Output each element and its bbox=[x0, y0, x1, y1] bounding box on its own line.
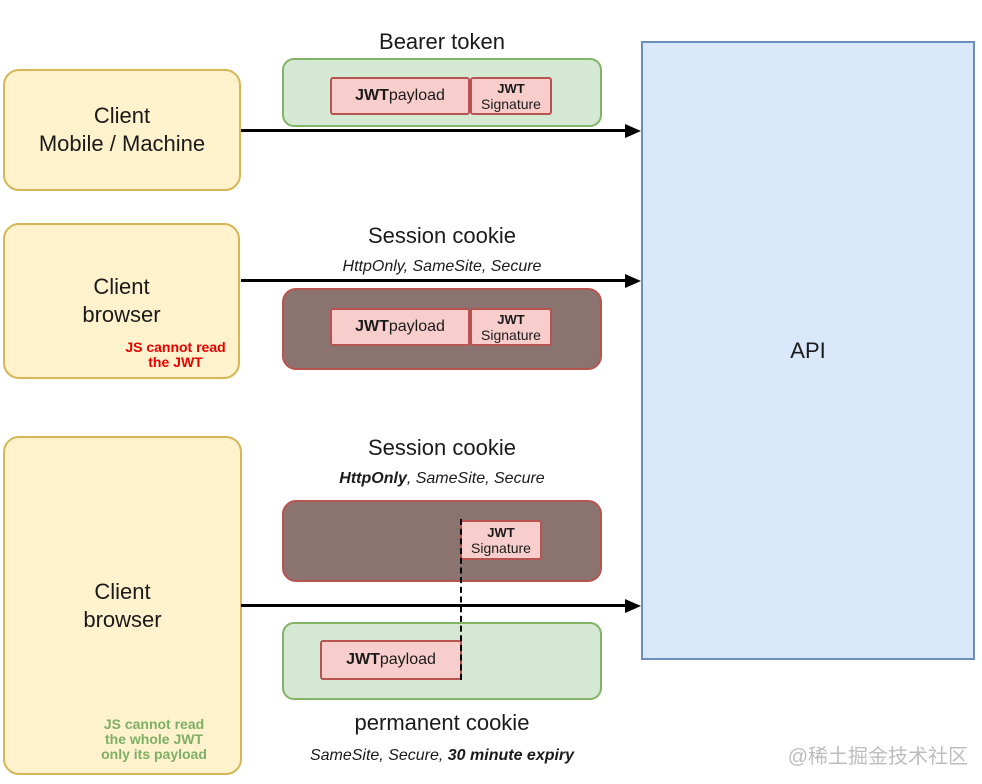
client-mobile-line2: Mobile / Machine bbox=[38, 131, 206, 156]
jwt-bold-text: JWT bbox=[497, 311, 525, 327]
client-mobile-line1: Client bbox=[93, 103, 151, 128]
signature-text: Signature bbox=[481, 326, 541, 343]
js-cannot-read-whole-jwt-note: JS cannot read the whole JWT only its pa… bbox=[88, 717, 220, 762]
note-line: JS cannot read bbox=[103, 716, 205, 732]
jwt-payload-chip-row1: JWT payload bbox=[330, 77, 470, 115]
signature-text: Signature bbox=[481, 95, 541, 112]
jwt-bold-text: JWT bbox=[355, 87, 389, 104]
api-box: API bbox=[641, 41, 975, 660]
flags-rest-text: , SameSite, Secure bbox=[406, 470, 545, 487]
session-cookie-title-1: Session cookie bbox=[368, 223, 516, 248]
arrowhead-session-cookie-1 bbox=[625, 274, 641, 288]
arrowhead-session-cookie-2 bbox=[625, 599, 641, 613]
arrow-session-cookie-1 bbox=[241, 279, 629, 282]
note-line: JS cannot read bbox=[125, 339, 226, 355]
client-browser-box-1: Client browser JS cannot read the JWT bbox=[3, 223, 240, 379]
client-browser-label: Client browser bbox=[83, 578, 161, 634]
signature-text: Signature bbox=[471, 539, 531, 556]
jwt-bold-text: JWT bbox=[497, 80, 525, 96]
client-browser-label: Client browser bbox=[82, 273, 160, 329]
expiry-bold-text: 30 minute expiry bbox=[447, 747, 575, 764]
payload-text: payload bbox=[388, 318, 445, 335]
jwt-signature-chip-row1: JWT Signature bbox=[470, 77, 552, 115]
payload-text: payload bbox=[379, 651, 436, 668]
jwt-bold-text: JWT bbox=[346, 651, 380, 668]
flags-regular-text: SameSite, Secure, bbox=[309, 747, 448, 764]
client-browser-box-2: Client browser JS cannot read the whole … bbox=[3, 436, 242, 775]
jwt-split-dashed-line bbox=[460, 519, 462, 680]
client-browser-line1: Client bbox=[94, 578, 151, 604]
note-line: the whole JWT bbox=[105, 731, 203, 747]
session-cookie-title-2: Session cookie bbox=[368, 435, 516, 460]
client-mobile-label: Client Mobile / Machine bbox=[39, 102, 205, 158]
arrowhead-bearer-token bbox=[625, 124, 641, 138]
permanent-cookie-flags: SameSite, Secure, 30 minute expiry bbox=[262, 747, 622, 765]
session-cookie-flags-2: HttpOnly, SameSite, Secure bbox=[262, 470, 622, 488]
jwt-bold-text: JWT bbox=[487, 524, 515, 540]
js-cannot-read-jwt-note: JS cannot read the JWT bbox=[118, 340, 233, 370]
arrow-session-cookie-2 bbox=[241, 604, 629, 607]
httponly-cookie-container-2 bbox=[282, 500, 602, 582]
note-line: only its payload bbox=[101, 746, 207, 762]
httponly-bold-text: HttpOnly bbox=[339, 470, 407, 487]
client-browser-line1: Client bbox=[93, 274, 150, 299]
jwt-payload-chip-row2: JWT payload bbox=[330, 308, 470, 346]
watermark: @稀土掘金技术社区 bbox=[787, 746, 968, 768]
jwt-signature-chip-row3: JWT Signature bbox=[460, 520, 542, 560]
client-browser-line2: browser bbox=[82, 302, 161, 327]
payload-text: payload bbox=[388, 87, 445, 104]
jwt-bold-text: JWT bbox=[355, 318, 389, 335]
bearer-token-title: Bearer token bbox=[379, 29, 505, 54]
client-mobile-box: Client Mobile / Machine bbox=[3, 69, 241, 191]
session-cookie-flags-1: HttpOnly, SameSite, Secure bbox=[342, 258, 542, 275]
jwt-payload-chip-row3: JWT payload bbox=[320, 640, 462, 680]
note-line: the JWT bbox=[148, 354, 203, 370]
jwt-signature-chip-row2: JWT Signature bbox=[470, 308, 552, 346]
arrow-bearer-token bbox=[241, 129, 629, 132]
permanent-cookie-title: permanent cookie bbox=[354, 710, 530, 735]
client-browser-line2: browser bbox=[83, 606, 162, 632]
api-label: API bbox=[790, 337, 826, 363]
